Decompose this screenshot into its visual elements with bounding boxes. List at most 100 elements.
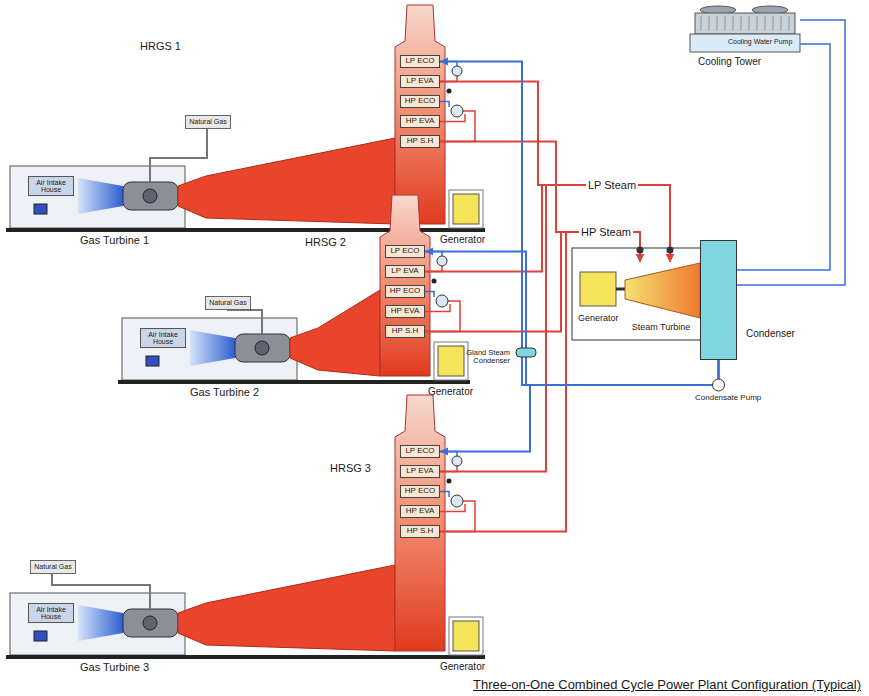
equipment-box: HP ECO bbox=[400, 95, 440, 108]
equipment-box: Natural Gas bbox=[30, 560, 76, 574]
equipment-box: Natural Gas bbox=[205, 296, 251, 310]
hp-drum bbox=[451, 105, 463, 117]
tower-louver bbox=[749, 16, 750, 31]
pipe-connector bbox=[440, 360, 719, 452]
feed-pump bbox=[447, 89, 452, 94]
condenser-box: Condenser bbox=[700, 240, 737, 360]
lp-drum bbox=[437, 256, 447, 266]
node-label: Condenser bbox=[746, 329, 795, 340]
node-label: LP ECO bbox=[405, 57, 434, 65]
pipe-label: LP Steam bbox=[586, 179, 638, 191]
figure-caption: Three-on-One Combined Cycle Power Plant … bbox=[473, 677, 861, 692]
equipment-box: Air Intake House bbox=[28, 603, 74, 623]
equipment-box: HP S.H bbox=[400, 135, 440, 148]
steam-turbine: Steam Turbine bbox=[622, 262, 700, 334]
equipment-box: Air Intake House bbox=[140, 328, 186, 348]
hp-drum bbox=[436, 295, 448, 307]
node-label: LP EVA bbox=[406, 467, 433, 475]
generator bbox=[580, 272, 616, 306]
equipment-box: LP ECO bbox=[400, 445, 440, 458]
tower-louver bbox=[701, 16, 702, 31]
equipment-box: HP ECO bbox=[400, 485, 440, 498]
combustor bbox=[255, 341, 269, 355]
node-label: HP EVA bbox=[406, 507, 435, 515]
node-label: Steam Turbine bbox=[622, 323, 700, 332]
part-label: HRSG 3 bbox=[330, 462, 371, 474]
pipe-connector bbox=[425, 252, 719, 386]
tower-louver bbox=[709, 16, 710, 31]
pipe-symbols bbox=[516, 247, 725, 392]
tower-louver bbox=[773, 16, 774, 31]
platform bbox=[6, 655, 485, 659]
steam-valve bbox=[667, 247, 674, 254]
feed-pipe bbox=[425, 292, 434, 298]
equipment-box: HP S.H bbox=[400, 525, 440, 538]
air-duct bbox=[78, 178, 123, 214]
part-label: Condensate Pump bbox=[695, 394, 761, 403]
tower-louver bbox=[789, 16, 790, 31]
tower-body bbox=[695, 13, 795, 34]
part-label: Gas Turbine 2 bbox=[190, 386, 259, 398]
steam-turbine-hall bbox=[572, 248, 702, 340]
steam-valve bbox=[637, 247, 644, 254]
pipe-connector bbox=[425, 185, 670, 272]
node-label: Natural Gas bbox=[209, 299, 246, 306]
lp-drum bbox=[452, 66, 462, 76]
feed-pump bbox=[432, 279, 437, 284]
node-label: Natural Gas bbox=[34, 563, 71, 570]
tower-louver bbox=[741, 16, 742, 31]
turbine-house bbox=[10, 593, 185, 655]
feed-pump bbox=[447, 479, 452, 484]
control-monitor bbox=[146, 356, 159, 366]
part-label: Gas Turbine 3 bbox=[80, 661, 149, 673]
fuel-pipe bbox=[227, 310, 262, 334]
node-label: HP S.H bbox=[407, 527, 434, 535]
pipe-connector bbox=[440, 142, 640, 263]
part-label: Generator bbox=[578, 314, 619, 324]
node-label: HP EVA bbox=[406, 117, 435, 125]
hrsg-stack bbox=[380, 195, 430, 376]
node-label: HP ECO bbox=[405, 487, 436, 495]
node-label: LP ECO bbox=[405, 447, 434, 455]
combustor bbox=[143, 189, 157, 203]
hrsg-stack bbox=[395, 5, 445, 224]
turbine-hall bbox=[572, 248, 702, 340]
tower-louver bbox=[733, 16, 734, 31]
turbine-house bbox=[122, 318, 297, 380]
equipment-box: LP EVA bbox=[385, 265, 425, 278]
equipment-box: Air Intake House bbox=[28, 176, 74, 196]
node-label: LP EVA bbox=[391, 267, 418, 275]
pipe-connector bbox=[425, 232, 640, 332]
generator bbox=[453, 621, 479, 651]
generator bbox=[453, 194, 479, 224]
node-label: HP ECO bbox=[390, 287, 421, 295]
node-label: Air Intake House bbox=[29, 179, 73, 194]
connectors bbox=[425, 62, 719, 532]
air-duct bbox=[190, 330, 235, 366]
exhaust-duct bbox=[178, 565, 395, 651]
lp-drum bbox=[452, 456, 462, 466]
node-label: Natural Gas bbox=[189, 118, 226, 125]
pipe-connector bbox=[440, 232, 640, 532]
node-label: HP S.H bbox=[407, 137, 434, 145]
equipment-box: HP EVA bbox=[400, 115, 440, 128]
turbine-house bbox=[10, 166, 185, 228]
part-label: Generator bbox=[428, 386, 473, 397]
platform bbox=[118, 380, 470, 384]
node-label: Air Intake House bbox=[141, 331, 185, 346]
node-label: HP ECO bbox=[405, 97, 436, 105]
control-monitor bbox=[34, 204, 47, 214]
feed-pipe bbox=[440, 102, 449, 108]
tower-louver bbox=[725, 16, 726, 31]
node-label: LP EVA bbox=[406, 77, 433, 85]
gas-turbine-body bbox=[123, 609, 178, 637]
part-label: Cooling Water Pump bbox=[728, 38, 792, 46]
fuel-pipe bbox=[150, 129, 207, 182]
equipment-box: Natural Gas bbox=[185, 115, 231, 129]
gas-turbine-body bbox=[235, 334, 290, 362]
equipment-box: LP EVA bbox=[400, 465, 440, 478]
pipe-connector bbox=[440, 82, 670, 263]
tower-louver bbox=[765, 16, 766, 31]
part-label: Generator bbox=[440, 661, 485, 672]
